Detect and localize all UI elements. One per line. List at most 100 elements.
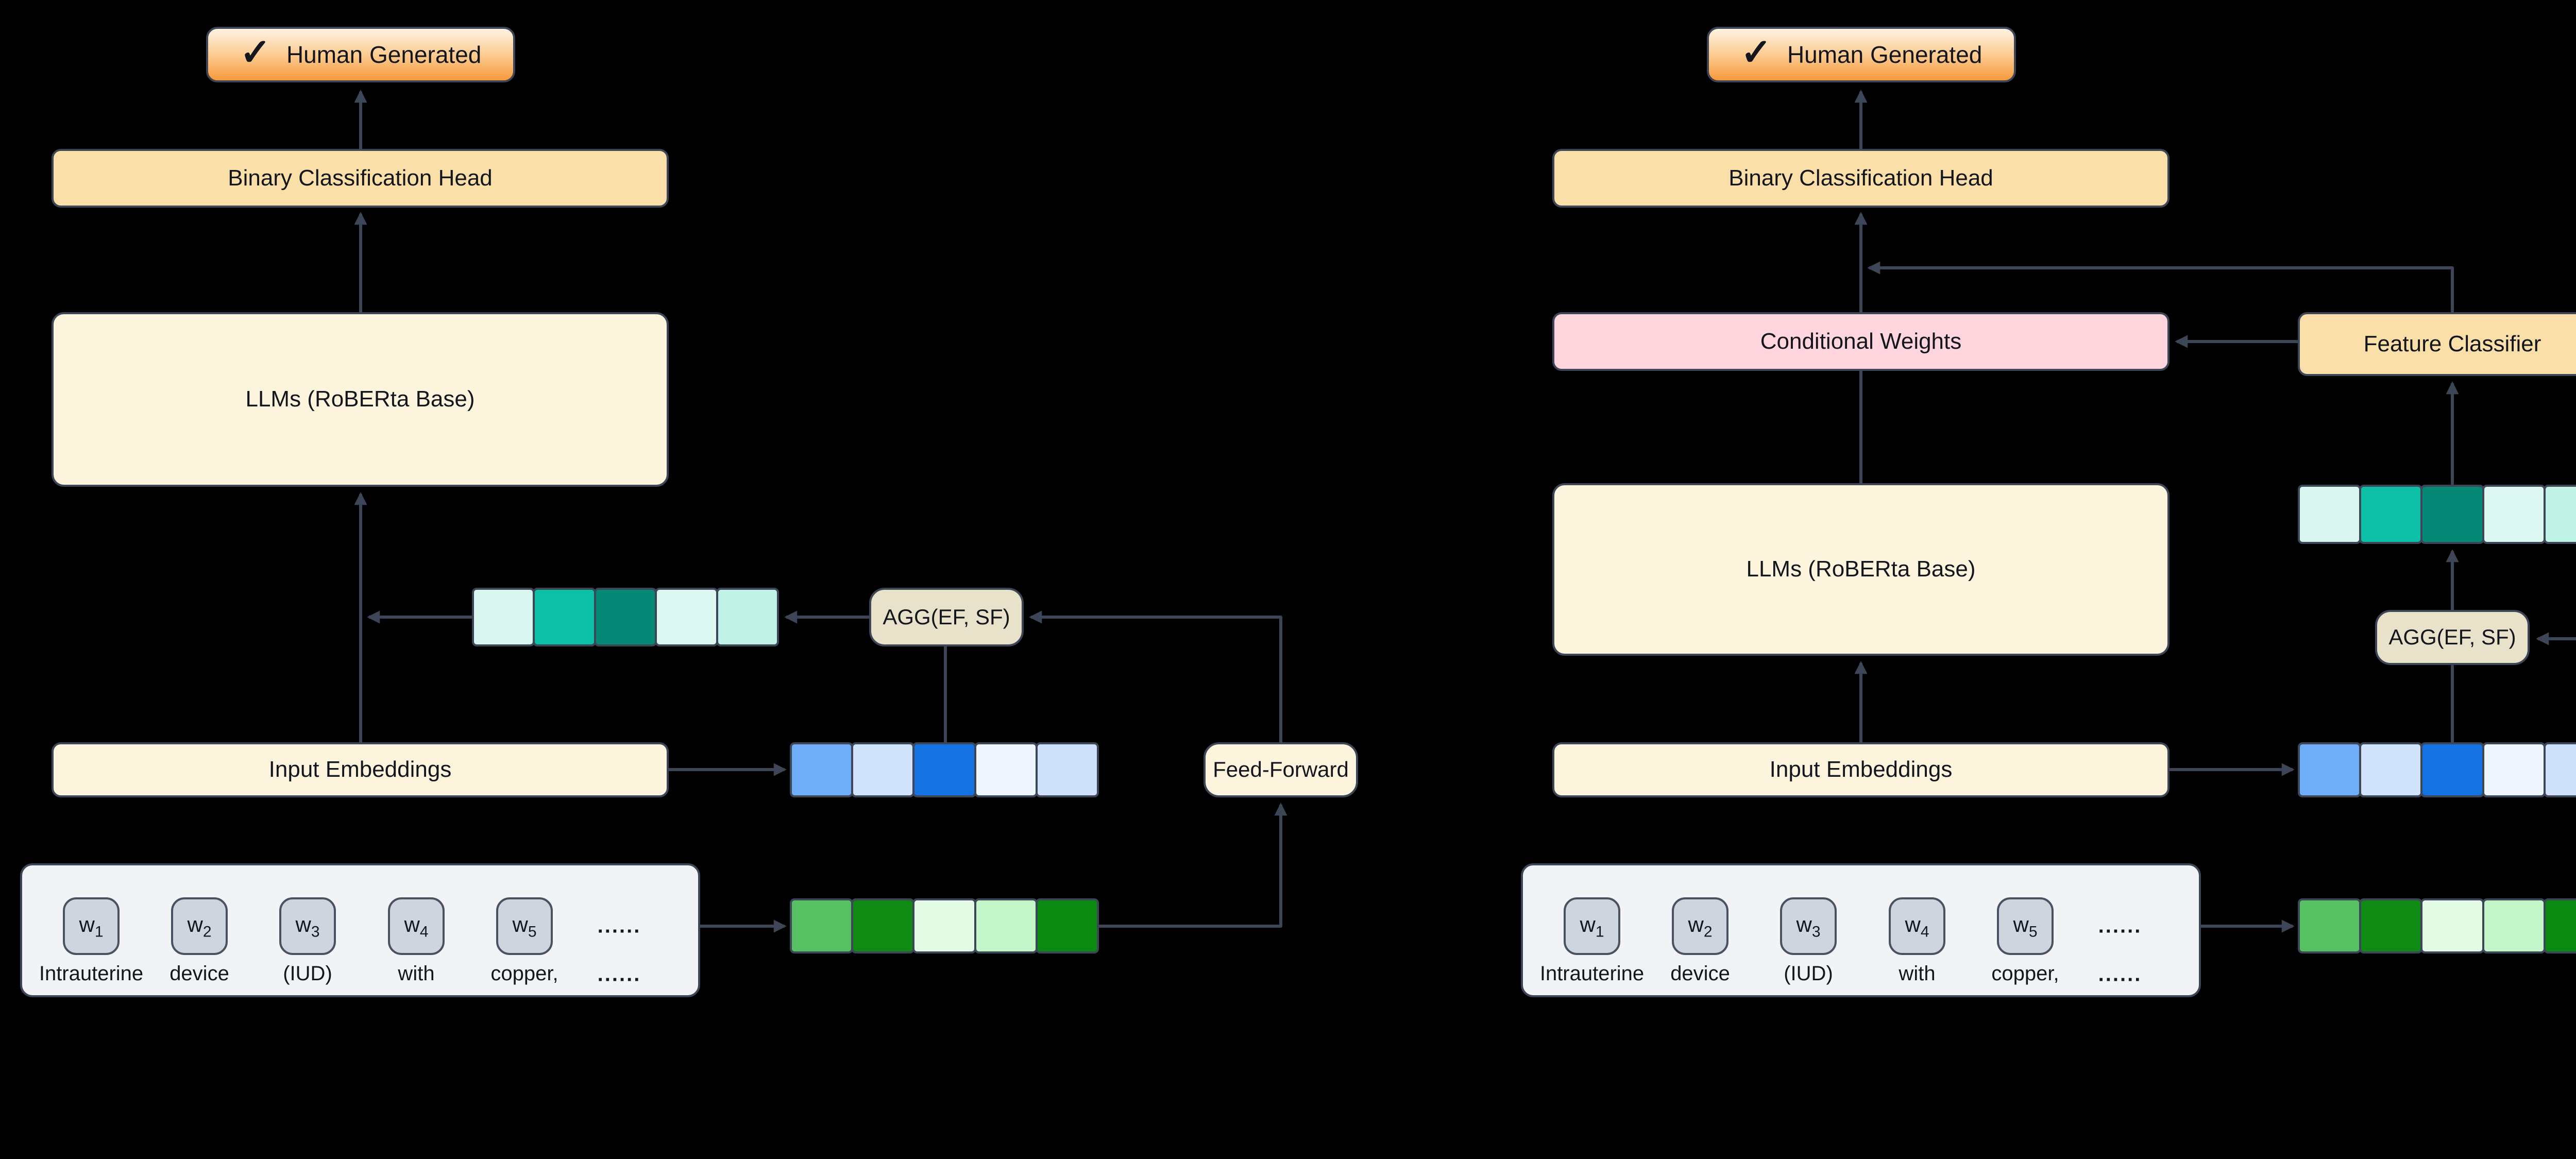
- feature-classifier-label: Feature Classifier: [2363, 331, 2541, 356]
- token-label: w1: [1580, 912, 1604, 941]
- vector-cell: [716, 588, 779, 646]
- input-embeddings-box: Input Embeddings: [52, 742, 669, 797]
- token-chip: w4: [388, 897, 445, 955]
- vector-cell: [533, 588, 596, 646]
- vector-cell: [790, 742, 854, 797]
- token-ellipsis: ......: [597, 914, 641, 938]
- result-badge-label: Human Generated: [1787, 41, 1982, 68]
- token-word: with: [398, 962, 435, 985]
- token-chip: w2: [1672, 897, 1728, 955]
- result-badge: ✓ Human Generated: [206, 27, 515, 82]
- token-word: Intrauterine: [39, 962, 144, 985]
- semantic-feature-vector: [472, 588, 779, 646]
- vector-cell: [2543, 485, 2576, 544]
- vector-cell: [974, 898, 1038, 953]
- feed-forward-box: Feed-Forward: [1204, 742, 1358, 797]
- input-embeddings-label: Input Embeddings: [1769, 757, 1953, 782]
- vector-cell: [594, 588, 657, 646]
- token-label: w2: [1688, 912, 1713, 941]
- token-word: with: [1899, 962, 1936, 985]
- vector-cell: [1035, 898, 1099, 953]
- vector-cell: [912, 742, 976, 797]
- token-chip: w4: [1889, 897, 1945, 955]
- token-chip: w5: [496, 897, 553, 955]
- word-ellipsis: ......: [597, 963, 641, 986]
- binary-classification-head-box: Binary Classification Head: [1552, 149, 2170, 208]
- word-ellipsis: ......: [2098, 963, 2142, 986]
- vector-cell: [2298, 898, 2362, 953]
- vector-cell: [655, 588, 718, 646]
- agg-label: AGG(EF, SF): [2388, 625, 2516, 650]
- agg-label: AGG(EF, SF): [883, 604, 1010, 629]
- arrow-left-feedforward-to-agg: [1029, 610, 1282, 742]
- token-chip: w1: [1564, 897, 1620, 955]
- vector-cell: [2482, 742, 2546, 797]
- feed-forward-label: Feed-Forward: [1213, 757, 1349, 782]
- token-word: Intrauterine: [1539, 962, 1645, 985]
- llm-box: LLMs (RoBERta Base): [52, 312, 669, 487]
- binary-classification-head-box: Binary Classification Head: [52, 149, 669, 208]
- input-tokens-panel: w1 w2 w3 w4 w5 ...... Intrauterine devic…: [1521, 863, 2201, 997]
- embedding-feature-vector: [790, 742, 1099, 797]
- token-label: w3: [1796, 912, 1821, 941]
- embedding-feature-vector: [2298, 742, 2576, 797]
- vector-cell: [790, 898, 854, 953]
- vector-cell: [2482, 898, 2546, 953]
- agg-box: AGG(EF, SF): [869, 588, 1024, 646]
- vector-cell: [1035, 742, 1099, 797]
- token-chip: w1: [63, 897, 120, 955]
- llm-box: LLMs (RoBERta Base): [1552, 483, 2170, 656]
- conditional-weights-box: Conditional Weights: [1552, 312, 2170, 371]
- feature-classifier-box: Feature Classifier: [2298, 312, 2576, 376]
- semantic-feature-vector: [2298, 485, 2576, 544]
- vector-cell: [2543, 898, 2576, 953]
- token-ellipsis: ......: [2098, 914, 2142, 938]
- stylistic-feature-vector: [2298, 898, 2576, 953]
- token-word: copper,: [490, 962, 558, 985]
- token-label: w2: [187, 912, 212, 941]
- binary-classification-head-label: Binary Classification Head: [1728, 165, 1993, 191]
- token-word: device: [170, 962, 229, 985]
- vector-cell: [472, 588, 535, 646]
- vector-cell: [851, 742, 915, 797]
- input-embeddings-box: Input Embeddings: [1552, 742, 2170, 797]
- vector-cell: [2482, 485, 2546, 544]
- arrow-right-feedforward-to-agg: [2536, 632, 2576, 645]
- vector-cell: [851, 898, 915, 953]
- token-label: w1: [79, 912, 104, 941]
- llm-label: LLMs (RoBERta Base): [245, 386, 475, 412]
- result-badge: ✓ Human Generated: [1707, 27, 2016, 82]
- stylistic-feature-vector: [790, 898, 1099, 953]
- vector-cell: [2420, 485, 2484, 544]
- binary-classification-head-label: Binary Classification Head: [228, 165, 493, 191]
- vector-cell: [912, 898, 976, 953]
- checkmark-icon: ✓: [240, 32, 271, 73]
- vector-cell: [2298, 742, 2362, 797]
- arrow-right-classifier-feedback-to-spine: [1867, 261, 2454, 312]
- llm-label: LLMs (RoBERta Base): [1746, 556, 1976, 582]
- vector-cell: [2359, 898, 2423, 953]
- input-embeddings-label: Input Embeddings: [268, 757, 452, 782]
- token-label: w5: [2013, 912, 2038, 941]
- token-word: (IUD): [1784, 962, 1833, 985]
- result-badge-label: Human Generated: [286, 41, 482, 68]
- vector-cell: [974, 742, 1038, 797]
- token-label: w4: [404, 912, 429, 941]
- conditional-weights-label: Conditional Weights: [1760, 328, 1962, 354]
- token-label: w3: [295, 912, 320, 941]
- checkmark-icon: ✓: [1740, 32, 1772, 73]
- token-chip: w3: [1780, 897, 1837, 955]
- token-label: w4: [1905, 912, 1929, 941]
- token-chip: w2: [171, 897, 228, 955]
- vector-cell: [2359, 485, 2423, 544]
- vector-cell: [2420, 742, 2484, 797]
- token-word: (IUD): [283, 962, 332, 985]
- agg-box: AGG(EF, SF): [2375, 610, 2530, 665]
- token-word: copper,: [1991, 962, 2059, 985]
- token-word: device: [1670, 962, 1730, 985]
- vector-cell: [2359, 742, 2423, 797]
- arrow-left-stylistic-vector-to-feedforward: [1099, 803, 1287, 928]
- vector-cell: [2543, 742, 2576, 797]
- vector-cell: [2420, 898, 2484, 953]
